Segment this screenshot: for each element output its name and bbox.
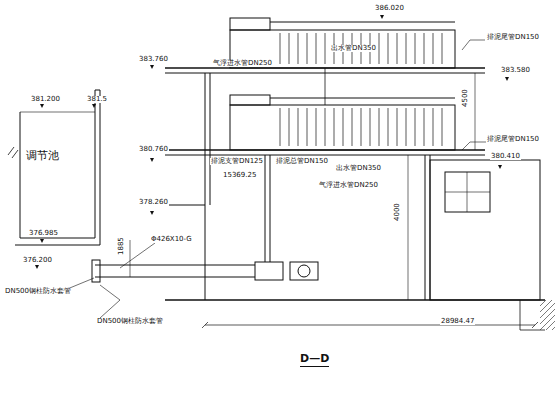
plate-stroke	[289, 108, 290, 146]
tank-wall	[20, 90, 95, 238]
annotation-label: DN500钢柱防水套管	[96, 318, 164, 325]
plate-stroke	[316, 33, 317, 64]
annotation-label: Φ426X10-G	[150, 236, 193, 243]
plate-stroke	[406, 33, 407, 64]
plate-stroke	[424, 108, 425, 146]
annotation-label: 381.5	[86, 96, 108, 103]
plate-stroke	[361, 108, 362, 146]
plate-stroke	[379, 33, 380, 64]
annotation-label: 排泥总管DN150	[275, 158, 329, 165]
ground-hatch	[540, 300, 555, 330]
dimension-text: 4500	[462, 88, 469, 108]
plate-stroke	[370, 108, 371, 146]
annotation-label: 381.200	[30, 96, 61, 103]
plate-stroke	[415, 33, 416, 64]
plate-stroke	[280, 108, 281, 146]
annotation-label: 排泥支管DN125	[210, 158, 264, 165]
plate-stroke	[289, 33, 290, 64]
plate-stroke	[352, 108, 353, 146]
plate-stroke	[325, 33, 326, 64]
annotation-label: 排泥尾管DN150	[486, 34, 540, 41]
plate-stroke	[379, 108, 380, 146]
tank-name: 调节池	[26, 148, 98, 163]
plate-stroke	[298, 108, 299, 146]
annotation-label: 376.985	[28, 230, 59, 237]
plate-stroke	[388, 33, 389, 64]
annotation-label: 380.760	[138, 146, 169, 153]
plate-stroke	[433, 33, 434, 64]
plate-stroke	[415, 108, 416, 146]
annotation-label: 383.580	[500, 67, 531, 74]
plate-stroke	[406, 108, 407, 146]
plate-stroke	[325, 108, 326, 146]
plate-stroke	[334, 108, 335, 146]
dimension-text: 1885	[118, 236, 125, 256]
dimension-text: 4000	[394, 202, 401, 222]
plate-stroke	[433, 108, 434, 146]
plate-stroke	[388, 108, 389, 146]
plate-stroke	[424, 33, 425, 64]
plate-stroke	[442, 108, 443, 146]
annotation-label: 380.410	[490, 153, 521, 160]
plate-stroke	[442, 33, 443, 64]
plate-stroke	[307, 108, 308, 146]
annotation-label: 386.020	[374, 5, 405, 12]
plate-stroke	[397, 33, 398, 64]
annotation-label: 出水管DN350	[330, 45, 377, 52]
plate-stroke	[316, 108, 317, 146]
plate-stroke	[343, 108, 344, 146]
annotation-label: 28984.47	[440, 318, 475, 325]
plate-stroke	[280, 33, 281, 64]
plate-stroke	[307, 33, 308, 64]
annotation-label: 378.260	[138, 199, 169, 206]
annotation-label: 排泥尾管DN150	[486, 136, 540, 143]
plate-stroke	[397, 108, 398, 146]
annotation-label: 出水管DN350	[335, 165, 382, 172]
annotation-label: 15369.25	[222, 172, 257, 179]
annotation-label: 376.200	[22, 257, 53, 264]
annotation-label: 气浮进水管DN250	[318, 182, 379, 189]
plate-stroke	[298, 33, 299, 64]
annotation-label: DN500钢柱防水套管	[4, 288, 72, 295]
annotation-label: 383.760	[138, 56, 169, 63]
annotation-label: 气浮进水管DN250	[212, 60, 273, 67]
tank-region: 调节池	[22, 114, 98, 236]
section-title: D—D	[300, 352, 329, 367]
